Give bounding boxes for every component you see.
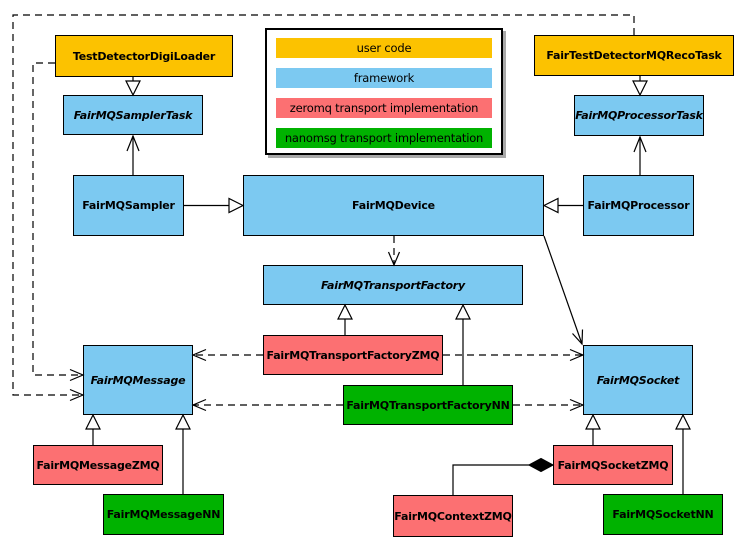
- edge-device-to-socket: [543, 235, 584, 346]
- node-fairmqtransportfactoryzmq: FairMQTransportFactoryZMQ: [263, 335, 443, 375]
- edge-contextzmq-to-socketzmq: [452, 457, 555, 495]
- node-fairmqdevice: FairMQDevice: [243, 175, 544, 236]
- node-fairmqsocket: FairMQSocket: [583, 345, 693, 415]
- edge-processor-to-processortask: [633, 135, 647, 175]
- edge-tfnn-to-message: [191, 398, 343, 412]
- legend-item-user-code: user code: [276, 38, 492, 58]
- node-fairmqtransportfactory: FairMQTransportFactory: [263, 265, 523, 305]
- edge-sampler-to-samplertask: [126, 134, 140, 175]
- node-fairmqsampler: FairMQSampler: [73, 175, 184, 236]
- legend-item-framework: framework: [276, 68, 492, 88]
- edge-device-to-transportfactory: [387, 236, 401, 267]
- node-fairmqmessage: FairMQMessage: [83, 345, 193, 415]
- edge-tfzmq-to-socket: [443, 348, 585, 362]
- node-fairmqprocessortask: FairMQProcessorTask: [574, 95, 704, 136]
- node-fairmqsocketnn: FairMQSocketNN: [603, 494, 723, 535]
- edge-tfzmq-to-message: [191, 348, 263, 362]
- node-fairmqcontextzmq: FairMQContextZMQ: [393, 495, 513, 537]
- edge-socketnn-to-socket: [675, 413, 691, 494]
- edge-messagezmq-to-message: [85, 413, 101, 445]
- legend-item-zeromq: zeromq transport implementation: [276, 98, 492, 118]
- edge-messagenn-to-message: [175, 413, 191, 494]
- edge-tfzmq-to-transportfactory: [337, 303, 353, 335]
- node-fairmqsocketzmq: FairMQSocketZMQ: [553, 445, 673, 485]
- edge-digiloader-to-samplertask: [125, 77, 141, 97]
- node-fairmqprocessor: FairMQProcessor: [583, 175, 694, 236]
- node-testdetectordigiloader: TestDetectorDigiLoader: [55, 35, 233, 77]
- legend: user code framework zeromq transport imp…: [265, 28, 503, 155]
- node-fairmqtransportfactorynn: FairMQTransportFactoryNN: [343, 385, 513, 425]
- edge-sampler-to-device: [184, 197, 245, 214]
- edge-recotask-to-processortask: [632, 76, 648, 97]
- edge-socketzmq-to-socket: [585, 413, 601, 445]
- node-fairtestdetectormqrecotask: FairTestDetectorMQRecoTask: [534, 35, 734, 76]
- legend-item-nanomsg: nanomsg transport implementation: [276, 128, 492, 148]
- edge-tfnn-to-socket: [513, 398, 585, 412]
- node-fairmqmessagezmq: FairMQMessageZMQ: [33, 445, 163, 485]
- edge-tfnn-to-transportfactory: [455, 303, 471, 385]
- edge-processor-to-device: [542, 197, 583, 214]
- node-fairmqsamplertask: FairMQSamplerTask: [63, 95, 203, 135]
- node-fairmqmessagenn: FairMQMessageNN: [103, 494, 224, 535]
